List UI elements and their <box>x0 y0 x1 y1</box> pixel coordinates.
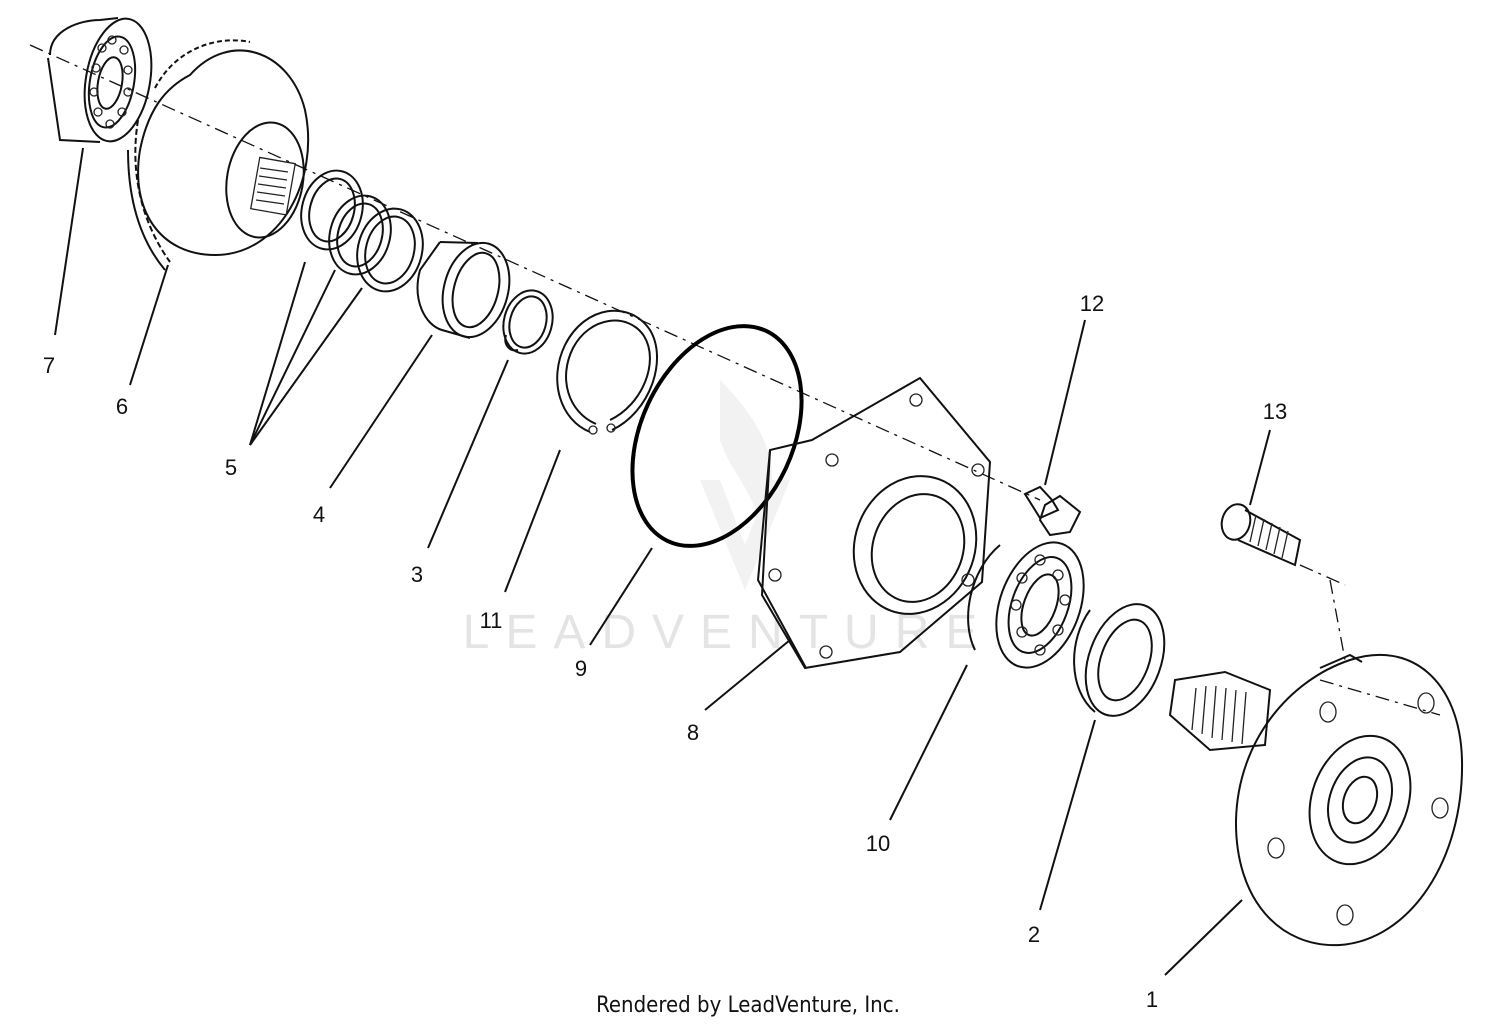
callout-4[interactable]: 4 <box>313 502 325 527</box>
part-7-roller-bearing[interactable] <box>48 13 160 146</box>
footer-credit: Rendered by LeadVenture, Inc. <box>596 993 900 1018</box>
leader-lines <box>54 147 1271 976</box>
callout-3[interactable]: 3 <box>411 562 423 587</box>
part-6-ring-gear[interactable] <box>128 40 312 270</box>
part-11-circlip[interactable] <box>557 311 657 434</box>
callout-7[interactable]: 7 <box>43 353 55 378</box>
callout-8[interactable]: 8 <box>687 720 699 745</box>
part-2-seal[interactable] <box>1071 593 1178 727</box>
callout-12[interactable]: 12 <box>1080 291 1104 316</box>
callout-6[interactable]: 6 <box>116 394 128 419</box>
part-12-bolt[interactable] <box>1025 487 1080 535</box>
part-4-bearing-race[interactable] <box>418 235 520 344</box>
callout-10[interactable]: 10 <box>866 831 890 856</box>
part-5-shims[interactable] <box>293 164 432 299</box>
callout-1[interactable]: 1 <box>1146 987 1158 1012</box>
part-13-wheel-stud[interactable] <box>1218 501 1300 565</box>
hub-axis-line <box>1319 679 1441 716</box>
callout-11[interactable]: 11 <box>480 608 503 633</box>
part-3-retaining-ring[interactable] <box>497 285 560 359</box>
part-10-roller-bearing[interactable] <box>968 530 1100 680</box>
part-1-axle-hub[interactable] <box>1170 655 1462 945</box>
callout-5[interactable]: 5 <box>225 455 237 480</box>
watermark-text: LEADVENTURE <box>463 606 994 659</box>
part-9-o-ring[interactable] <box>599 299 835 574</box>
part-8-bearing-housing[interactable] <box>758 378 995 668</box>
stud-drop-line <box>1329 579 1346 661</box>
callout-2[interactable]: 2 <box>1028 922 1040 947</box>
stud-axis-line <box>1299 564 1346 586</box>
callout-9[interactable]: 9 <box>575 656 587 681</box>
axis-centerline <box>29 44 1041 501</box>
callout-13[interactable]: 13 <box>1263 399 1287 424</box>
